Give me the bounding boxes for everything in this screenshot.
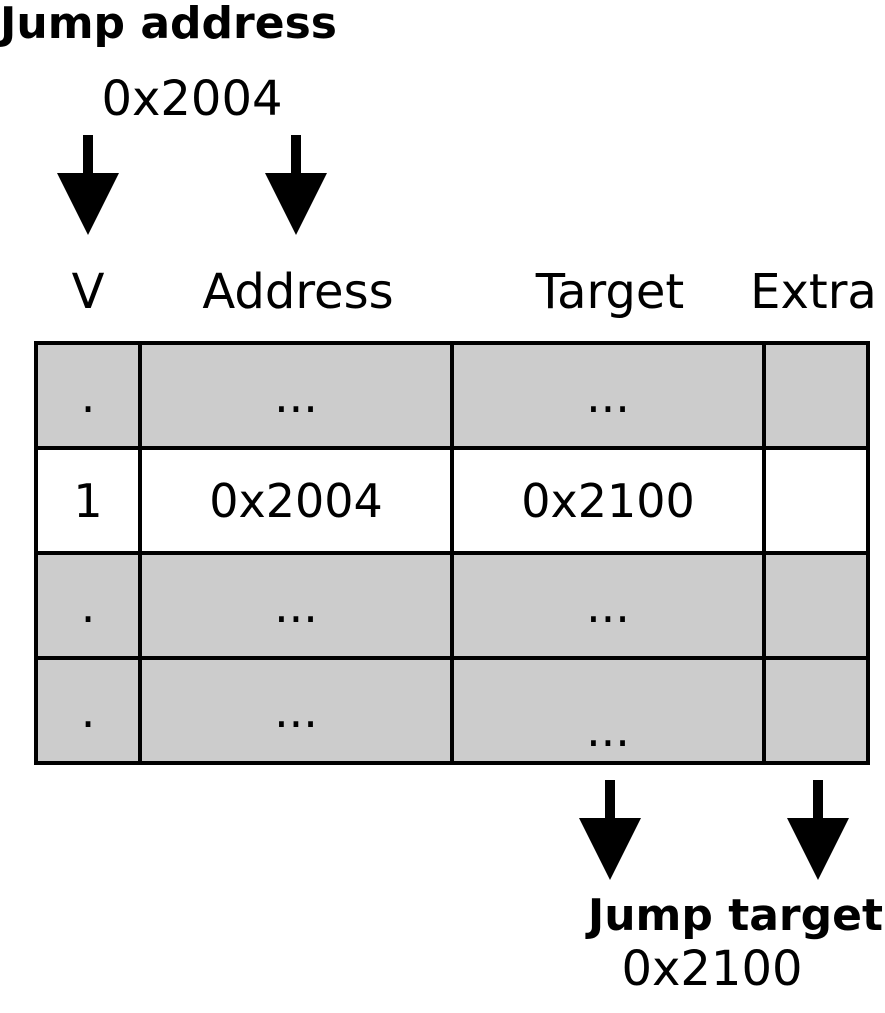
- cell-extra: [762, 551, 870, 660]
- cell-target: ...: [450, 341, 766, 450]
- table-row-highlighted: 1 0x2004 0x2100: [34, 446, 870, 555]
- cell-extra: [762, 341, 870, 450]
- cell-v: .: [34, 656, 142, 765]
- column-header-v: V: [71, 264, 105, 320]
- jump-address-title: Jump address: [0, 0, 337, 49]
- jump-target-title: Jump target: [587, 890, 883, 941]
- branch-target-buffer-table: . ... ... 1 0x2004 0x2100 . ... ... . ..…: [34, 341, 870, 765]
- cell-target: ...: [450, 551, 766, 660]
- cell-address: ...: [138, 341, 454, 450]
- cell-v: .: [34, 551, 142, 660]
- cell-extra: [762, 656, 870, 765]
- column-header-target: Target: [535, 264, 685, 320]
- table-row: . ... ...: [34, 341, 870, 450]
- arrow-down-icon-target: [579, 780, 641, 880]
- column-header-extra: Extra: [750, 264, 877, 320]
- table-row: . ... ...: [34, 656, 870, 765]
- cell-address: ...: [138, 551, 454, 660]
- cell-target: 0x2100: [450, 446, 766, 555]
- cell-address: 0x2004: [138, 446, 454, 555]
- arrow-down-icon-address: [265, 135, 327, 235]
- arrow-down-icon-extra: [787, 780, 849, 880]
- cell-extra: [762, 446, 870, 555]
- jump-target-value: 0x2100: [621, 941, 803, 997]
- cell-target: ...: [450, 656, 766, 765]
- cell-address: ...: [138, 656, 454, 765]
- column-header-address: Address: [202, 264, 394, 320]
- table-row: . ... ...: [34, 551, 870, 660]
- arrow-down-icon-v: [57, 135, 119, 235]
- cell-v: .: [34, 341, 142, 450]
- cell-v: 1: [34, 446, 142, 555]
- jump-address-value: 0x2004: [101, 71, 283, 127]
